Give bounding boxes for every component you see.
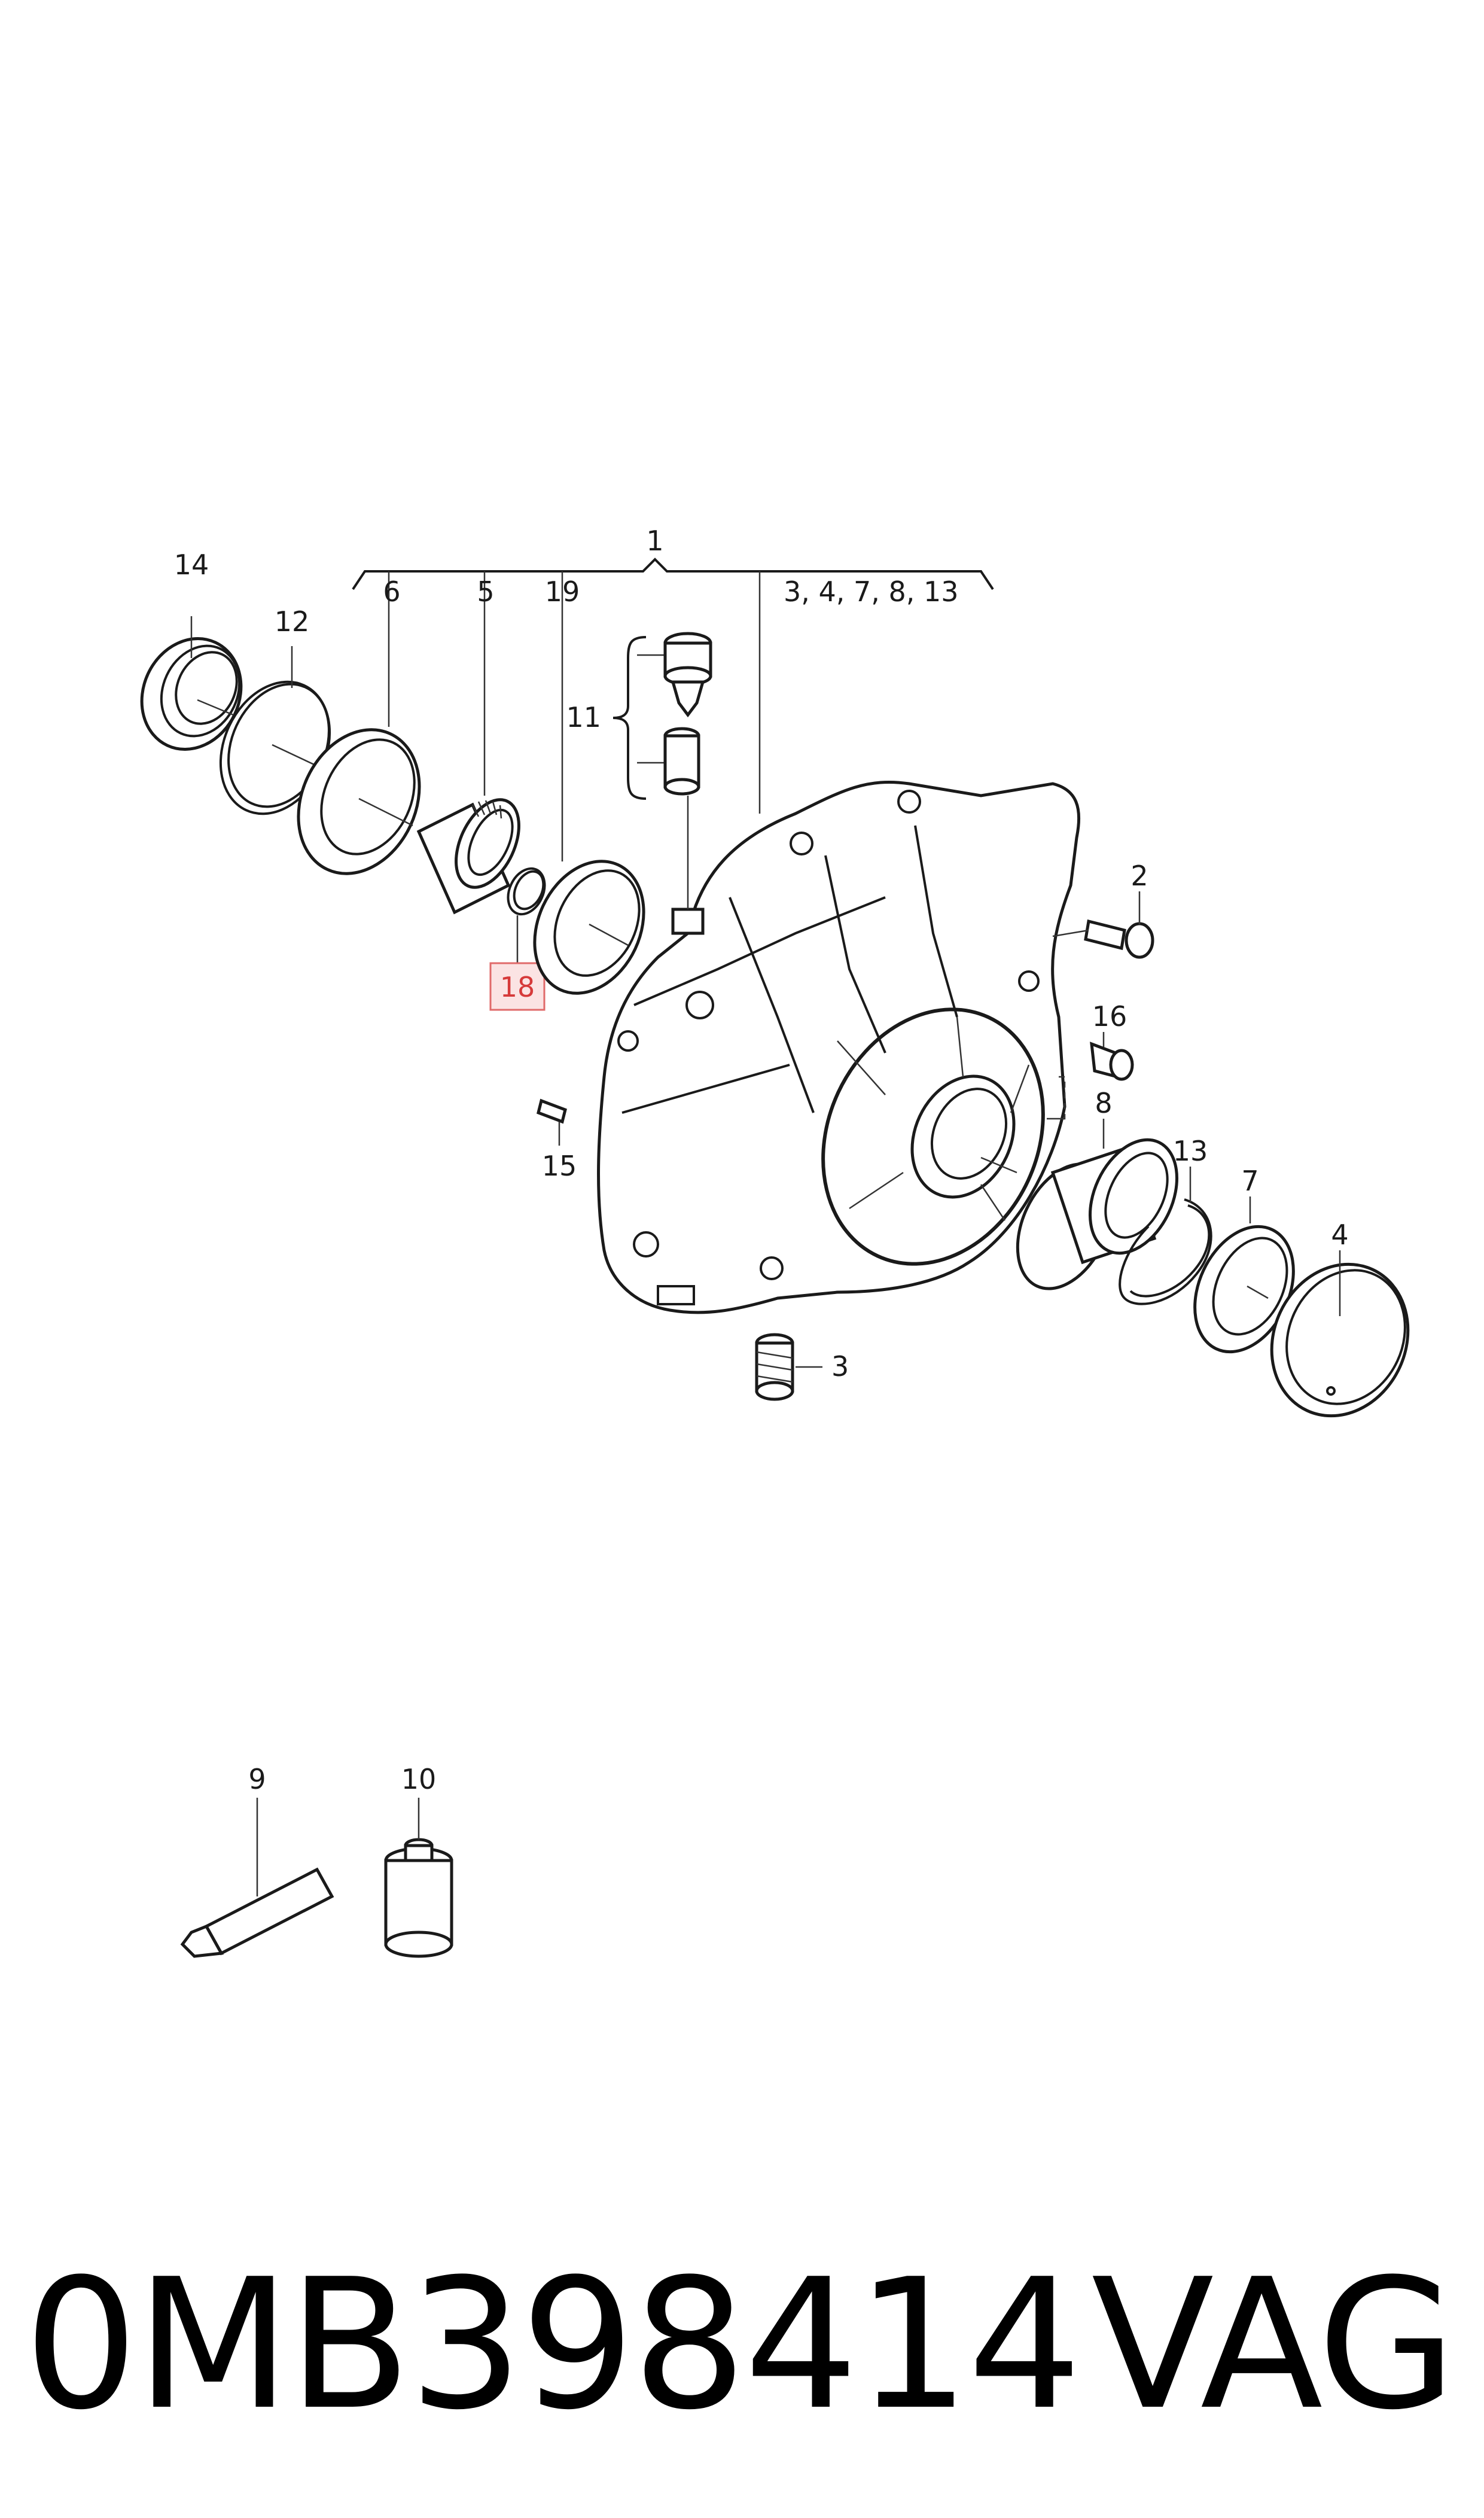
part-6-bearing-cup [297,616,421,875]
callout-18: 18 [500,971,535,1003]
callout-labels: 1 3, 4, 7, 8, 13 14 12 6 5 19 11 18 2 16… [174,525,1349,1795]
part-14-seal [140,616,243,751]
callout-5: 5 [477,576,494,608]
callout-1: 1 [646,525,663,557]
part-11-breather [613,632,712,800]
part-18-snap-ring [489,867,546,1011]
part-19-seal-ring [533,616,645,995]
callout-16: 16 [1092,1000,1128,1033]
callout-15: 15 [542,1150,577,1182]
callout-6: 6 [383,576,400,608]
callout-4: 4 [1331,1219,1348,1251]
part-9-tube [180,1798,334,1958]
callout-7: 7 [1241,1165,1258,1197]
callout-14: 14 [174,549,209,581]
part-3-plug [755,1333,822,1401]
part-8-bearing [980,1119,1179,1290]
callout-2: 2 [1130,860,1148,892]
callout-10: 10 [401,1763,437,1795]
callout-19: 19 [545,576,580,608]
part-2-bolt [1052,891,1154,959]
part-4-cap [1270,1250,1410,1418]
part-1-housing [597,781,1081,1314]
part-16-plug [1047,1032,1134,1120]
callout-12: 12 [275,605,310,638]
callout-18-highlight-box [489,962,546,1011]
callout-11: 11 [566,701,601,733]
part-15-pin [537,1098,567,1146]
part-10-can [384,1798,453,1958]
group-bracket [352,558,994,814]
part-5-bearing [416,616,520,915]
exploded-parts-diagram: 1 3, 4, 7, 8, 13 14 12 6 5 19 11 18 2 16… [140,525,1410,1958]
part-13-snap-ring [1119,1167,1212,1305]
callout-3: 3 [831,1350,849,1383]
callout-group: 3, 4, 7, 8, 13 [784,576,959,608]
brand-name: VAG [1091,2240,1456,2449]
callout-9: 9 [248,1763,266,1795]
callout-8: 8 [1095,1087,1112,1119]
part-number: 0MB398414 [24,2240,1082,2449]
callout-13: 13 [1173,1135,1208,1167]
